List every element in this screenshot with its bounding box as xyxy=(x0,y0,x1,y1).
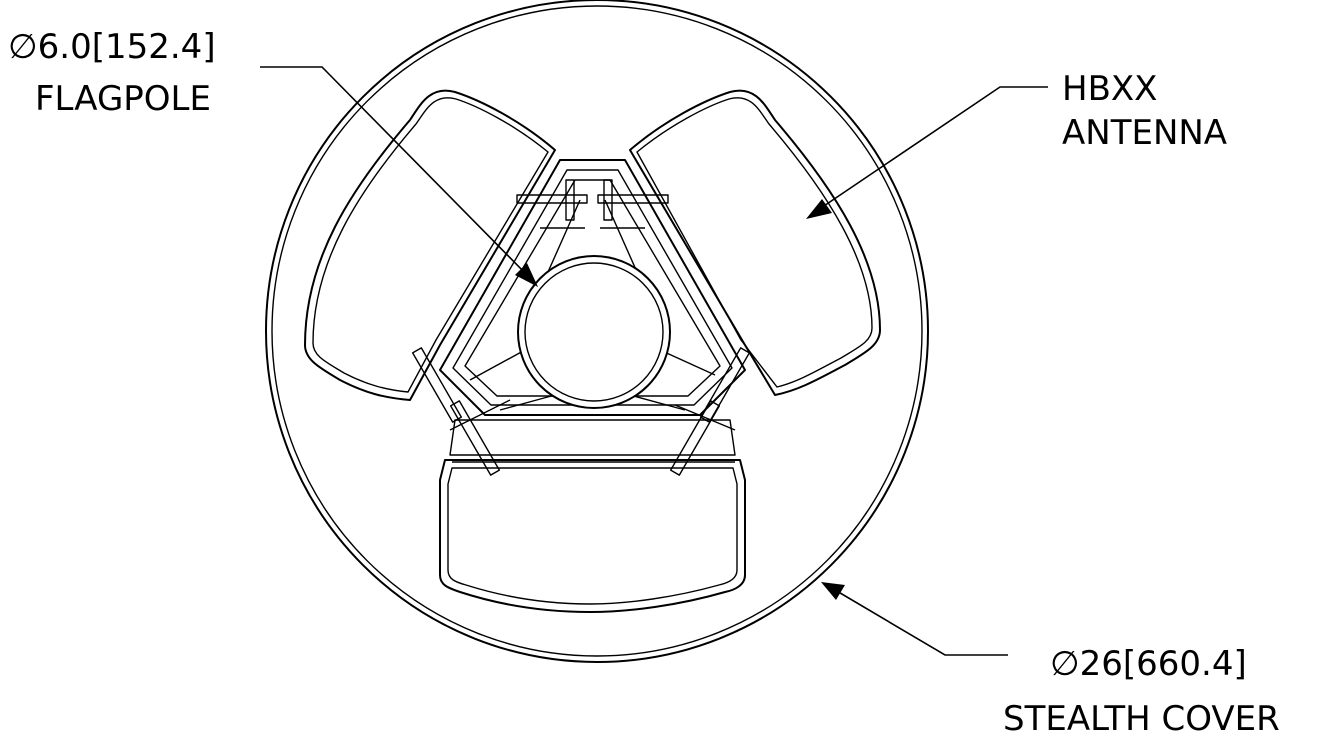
antenna-panel-left xyxy=(304,89,556,401)
svg-text:∅26[660.4]: ∅26[660.4] xyxy=(1050,644,1247,684)
svg-text:∅6.0[152.4]: ∅6.0[152.4] xyxy=(8,27,216,67)
clamp-top xyxy=(516,179,669,229)
flagpole-label: ∅6.0[152.4] FLAGPOLE xyxy=(8,27,216,119)
cover-metric: 660.4 xyxy=(1136,644,1233,684)
bracket-close: ] xyxy=(1234,644,1247,684)
bracket-open: [ xyxy=(92,27,105,67)
cover-name: STEALTH COVER xyxy=(1003,699,1280,739)
antenna-label: HBXX ANTENNA xyxy=(1062,69,1227,153)
flagpole-metric: 152.4 xyxy=(105,27,202,67)
antenna-line2: ANTENNA xyxy=(1062,113,1227,153)
clamp-left xyxy=(411,347,511,476)
flagpole-section xyxy=(517,255,671,409)
bracket-open: [ xyxy=(1123,644,1136,684)
stealth-cover-outline xyxy=(265,0,929,663)
cover-arrowhead xyxy=(821,582,845,600)
antenna-arrowhead xyxy=(806,199,832,219)
flagpole-diameter: 6.0 xyxy=(38,27,92,67)
antenna-leader xyxy=(806,86,1048,219)
diameter-symbol: ∅ xyxy=(8,27,38,67)
flagpole-arrowhead xyxy=(515,263,538,287)
flagpole-leader xyxy=(260,66,538,287)
cover-label: ∅26[660.4] STEALTH COVER xyxy=(1003,644,1280,739)
flagpole-name: FLAGPOLE xyxy=(35,79,211,119)
antenna-panel-right xyxy=(629,89,881,396)
antenna-panel-bottom xyxy=(439,459,746,613)
clamp-right xyxy=(669,347,751,476)
diameter-symbol: ∅ xyxy=(1050,644,1080,684)
bracket-close: ] xyxy=(202,27,215,67)
cover-leader xyxy=(821,582,1008,656)
antenna-line1: HBXX xyxy=(1062,69,1157,109)
cover-diameter: 26 xyxy=(1080,644,1123,684)
